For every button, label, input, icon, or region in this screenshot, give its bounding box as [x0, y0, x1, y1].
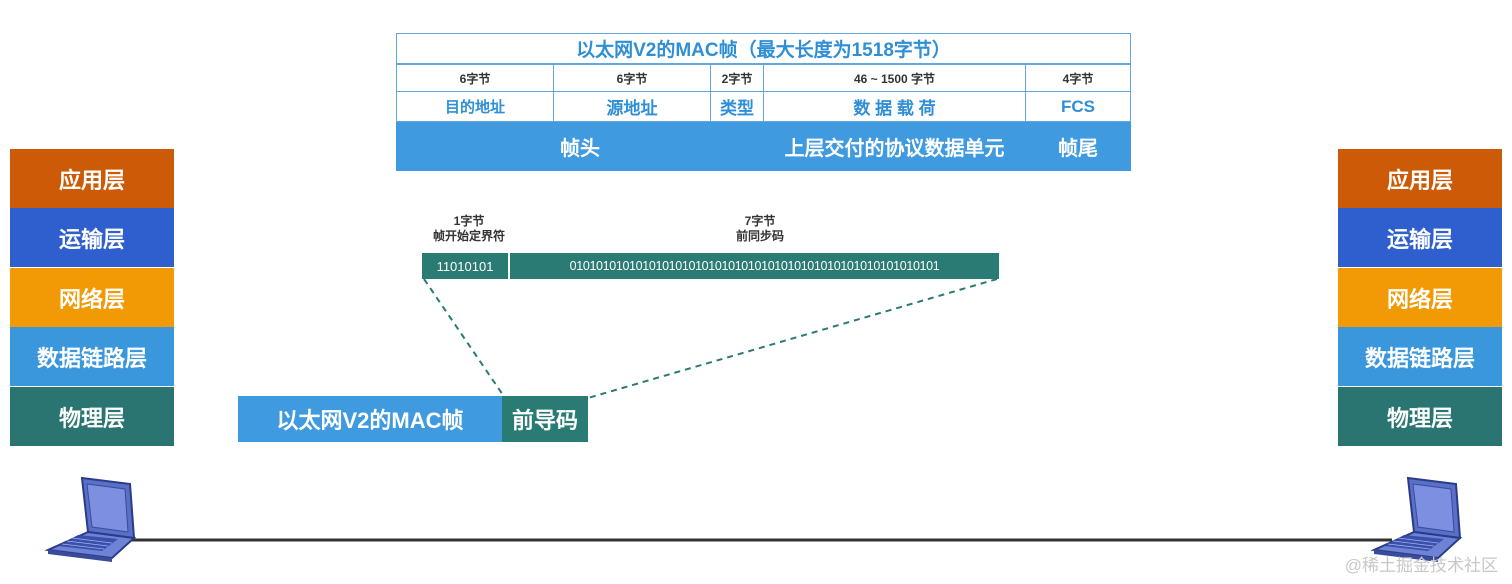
watermark: @稀土掘金技术社区 [1344, 556, 1498, 575]
band-trailer: 帧尾 [1058, 138, 1098, 160]
band-header: 帧头 [560, 138, 600, 160]
zoom-line-right [587, 278, 998, 399]
size-dest: 6字节 [396, 64, 554, 92]
sync-size-label: 7字节 前同步码 [700, 214, 820, 244]
left-application-layer: 应用层 [10, 149, 174, 208]
left-physical-layer: 物理层 [10, 387, 174, 446]
size-src: 6字节 [553, 64, 711, 92]
left-network-layer: 网络层 [10, 268, 174, 327]
band-payload: 上层交付的协议数据单元 [784, 138, 1005, 160]
field-payload: 数 据 载 荷 [763, 91, 1026, 122]
sync-bits: 0101010101010101010101010101010101010101… [510, 253, 999, 279]
field-type: 类型 [710, 91, 764, 122]
laptop-icon [44, 476, 137, 562]
mac-frame-bar: 以太网V2的MAC帧 [238, 396, 502, 442]
left-transport-layer: 运输层 [10, 208, 174, 267]
sfd-bits: 11010101 [422, 253, 508, 279]
mac-frame-table: 以太网V2的MAC帧（最大长度为1518字节） 6字节 6字节 2字节 46 ~… [396, 33, 1131, 171]
sfd-size-label: 1字节 帧开始定界符 [414, 214, 524, 244]
laptop-icon [1370, 476, 1463, 562]
size-type: 2字节 [710, 64, 764, 92]
preamble-bar: 前导码 [502, 396, 588, 442]
right-network-layer: 网络层 [1338, 268, 1502, 327]
right-transport-layer: 运输层 [1338, 208, 1502, 267]
left-datalink-layer: 数据链路层 [10, 327, 174, 386]
right-layer-stack: 应用层 运输层 网络层 数据链路层 物理层 [1338, 149, 1502, 446]
frame-bands [396, 122, 1131, 171]
sync-name-label: 前同步码 [735, 229, 784, 243]
right-datalink-layer: 数据链路层 [1338, 327, 1502, 386]
zoom-line-left [423, 278, 506, 399]
left-layer-stack: 应用层 运输层 网络层 数据链路层 物理层 [10, 149, 174, 446]
frame-title: 以太网V2的MAC帧（最大长度为1518字节） [396, 33, 1131, 64]
field-fcs: FCS [1025, 91, 1131, 122]
field-dest-address: 目的地址 [396, 91, 554, 122]
size-payload: 46 ~ 1500 字节 [763, 64, 1026, 92]
field-src-address: 源地址 [553, 91, 711, 122]
sfd-name-label: 帧开始定界符 [432, 229, 505, 243]
size-fcs: 4字节 [1025, 64, 1131, 92]
right-application-layer: 应用层 [1338, 149, 1502, 208]
right-physical-layer: 物理层 [1338, 387, 1502, 446]
